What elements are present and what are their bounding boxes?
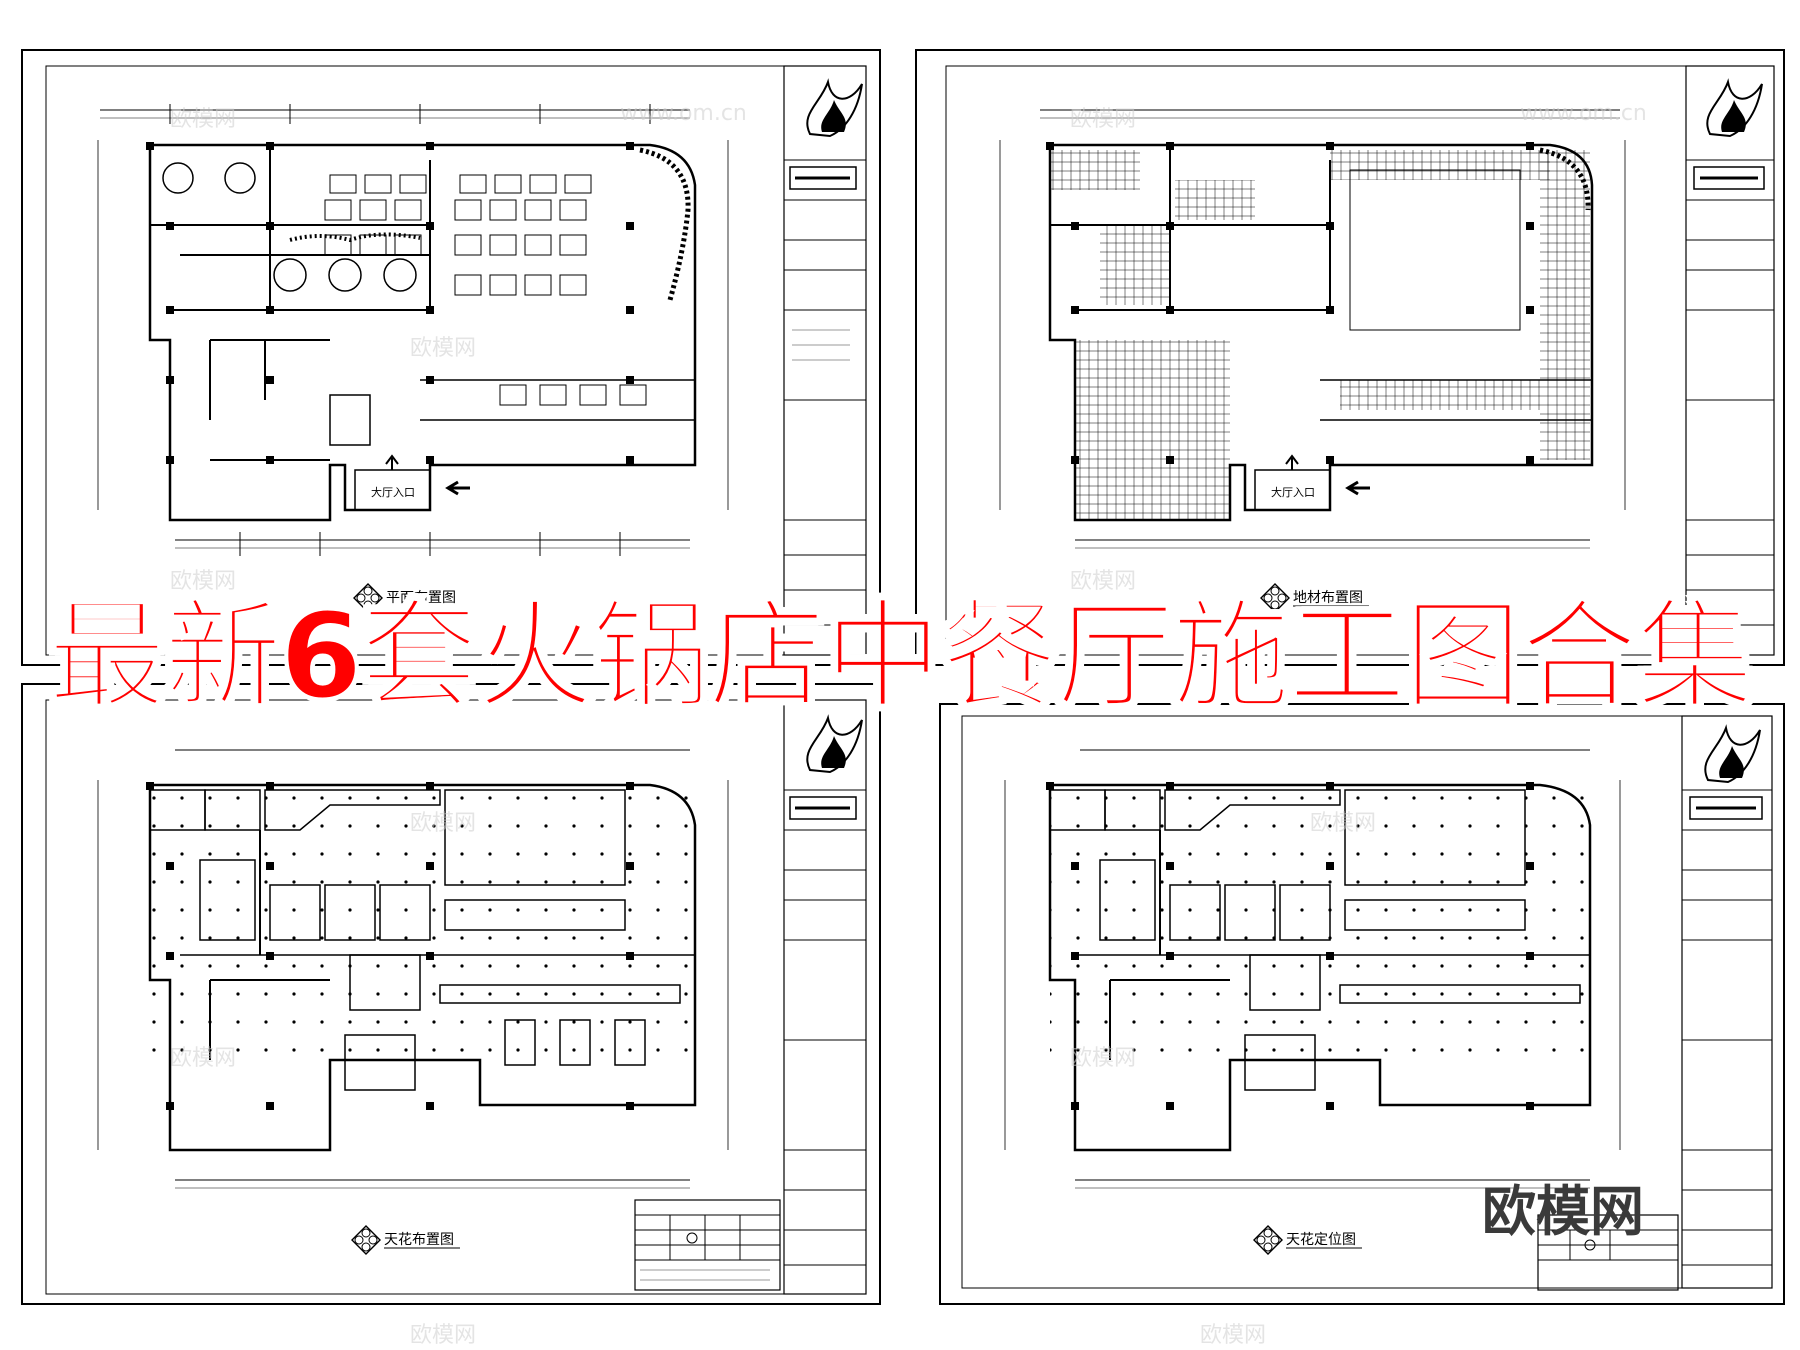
watermark-brand: 欧模网 — [170, 107, 236, 132]
flame-logo-icon — [1704, 724, 1761, 784]
watermark-site: www.om.cn — [620, 101, 747, 126]
watermark-brand: 欧模网 — [410, 336, 476, 361]
watermark-brand: 欧模网 — [1310, 811, 1376, 836]
headline-banner: 最新6套火锅店中餐厅施工图合集 — [47, 586, 1755, 726]
entrance-label: 大厅入口 — [371, 485, 415, 499]
watermark-brand: 欧模网 — [1070, 569, 1136, 594]
entrance-label: 大厅入口 — [1271, 485, 1315, 499]
watermark-brand: 欧模网 — [170, 1046, 236, 1071]
legend-box — [1537, 1214, 1679, 1291]
compass-icon — [1253, 1225, 1283, 1255]
sheet-title: 地材布置图 — [1293, 590, 1363, 606]
compass-icon — [353, 583, 383, 613]
title-block — [783, 65, 867, 656]
watermark-brand: 欧模网 — [170, 569, 236, 594]
flame-logo-icon — [806, 714, 863, 774]
compass-icon — [351, 1225, 381, 1255]
watermark-brand: 欧模网 — [1200, 1323, 1266, 1348]
watermark-brand: 欧模网 — [1070, 1046, 1136, 1071]
flame-logo-icon — [806, 78, 863, 138]
legend-box — [634, 1199, 781, 1291]
watermark-brand: 欧模网 — [1070, 107, 1136, 132]
flame-logo-icon — [1706, 78, 1763, 138]
watermark-brand: 欧模网 — [410, 1323, 476, 1348]
sheet-floor-plan: 大厅入口 平面布置图 欧模网 www.om.cn 欧模网 欧模网 — [21, 49, 881, 666]
sheet-ceiling-positioning: 天花定位图 欧模网 欧模网 欧模网 欧模网 — [939, 703, 1785, 1348]
brand-watermark: 欧模网 — [1482, 1180, 1644, 1243]
sheet-title: 天花布置图 — [384, 1232, 454, 1248]
compass-icon — [1260, 583, 1290, 613]
watermark-brand: 欧模网 — [410, 811, 476, 836]
sheet-title: 平面布置图 — [386, 590, 456, 606]
sheet-floor-material-plan: 大厅入口 地材布置图 欧模网 www.om.cn 欧模网 — [915, 49, 1785, 666]
title-block — [1681, 715, 1773, 1289]
watermark-site: www.om.cn — [1520, 101, 1647, 126]
sheet-title: 天花定位图 — [1286, 1232, 1356, 1248]
title-block — [783, 699, 867, 1295]
sheet-ceiling-layout: 天花布置图 欧模网 欧模网 欧模网 — [21, 683, 881, 1348]
title-block — [1685, 65, 1775, 656]
